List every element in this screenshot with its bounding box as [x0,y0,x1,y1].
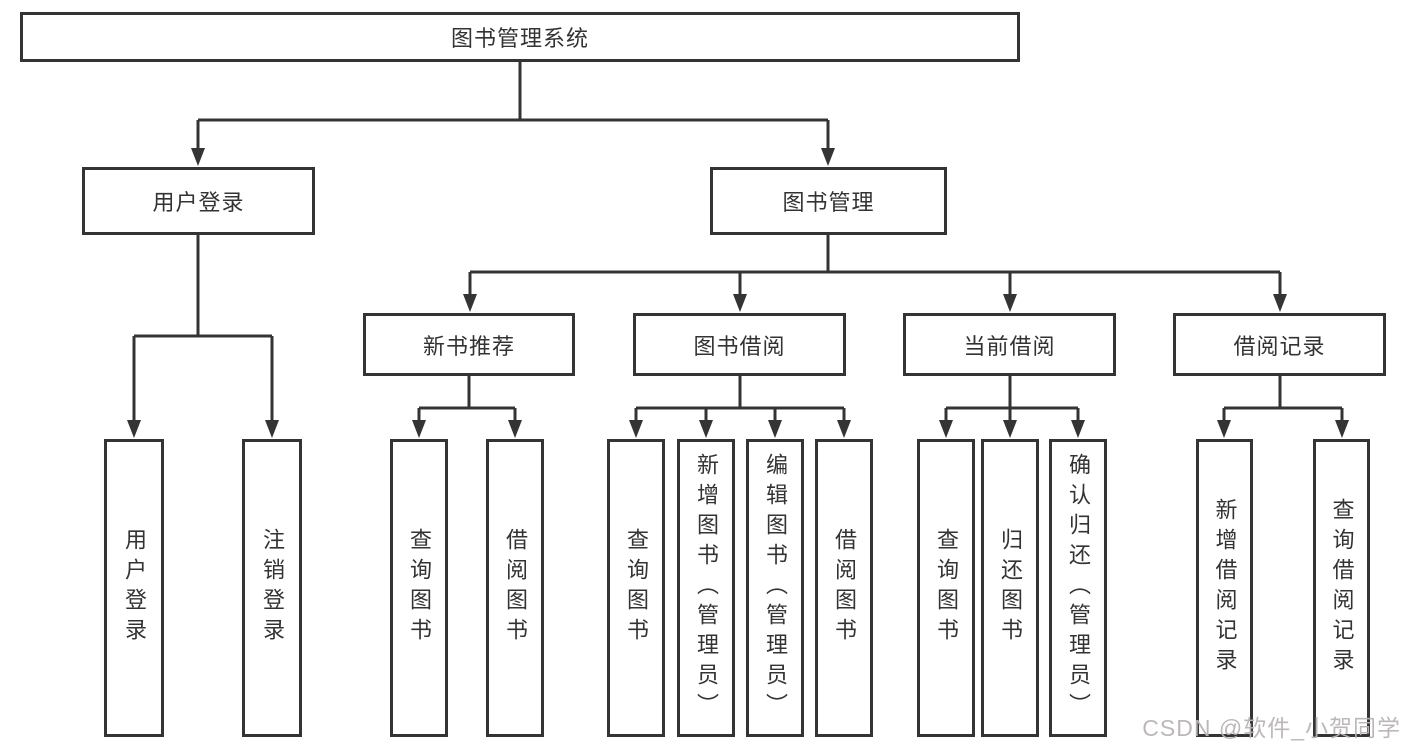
leaf-borrow-books-2: 借阅图书 [815,439,873,737]
connector-userlogin-to-leaves [132,235,274,422]
leaf-query-borrow-record: 查询借阅记录 [1313,439,1370,737]
node-borrow-records: 借阅记录 [1173,313,1386,376]
node-book-management-label: 图书管理 [782,190,875,215]
node-user-login-label: 用户登录 [152,190,245,215]
leaf-query-books-1: 查询图书 [390,439,448,737]
leaf-borrow-books-2-label: 借阅图书 [832,528,857,648]
leaf-edit-books-admin-label: 编辑图书（管理员） [763,453,788,723]
leaf-query-books-1-label: 查询图书 [407,528,432,648]
leaf-return-books: 归还图书 [981,439,1039,737]
node-root-label: 图书管理系统 [450,26,589,51]
connector-newbook-to-leaves [417,376,517,422]
arrowheads [127,148,1349,438]
leaf-user-login: 用户登录 [104,439,164,737]
node-book-management: 图书管理 [710,167,947,235]
leaf-add-books-admin-label: 新增图书（管理员） [694,453,719,723]
leaf-return-books-label: 归还图书 [998,528,1023,648]
connector-root-to-level2 [196,62,830,150]
leaf-query-books-2-label: 查询图书 [624,528,649,648]
node-current-borrow-label: 当前借阅 [963,333,1056,359]
node-book-borrow-label: 图书借阅 [693,333,786,359]
leaf-confirm-return-admin-label: 确认归还（管理员） [1066,453,1091,723]
connector-records-to-leaves [1222,376,1344,422]
leaf-confirm-return-admin: 确认归还（管理员） [1049,439,1107,737]
connector-bookborrow-to-leaves [634,376,846,422]
leaf-add-borrow-record-label: 新增借阅记录 [1212,498,1238,678]
node-book-borrow: 图书借阅 [633,313,846,376]
leaf-edit-books-admin: 编辑图书（管理员） [746,439,804,737]
leaf-query-books-3-label: 查询图书 [934,528,959,648]
leaf-add-borrow-record: 新增借阅记录 [1196,439,1253,737]
node-current-borrow: 当前借阅 [903,313,1116,376]
node-new-book-recommend-label: 新书推荐 [422,333,515,359]
csdn-watermark: CSDN @软件_小贺同学 [1142,715,1401,741]
node-new-book-recommend: 新书推荐 [363,313,575,376]
leaf-add-books-admin: 新增图书（管理员） [677,439,735,737]
connector-bookmgmt-to-level3 [468,235,1282,296]
node-borrow-records-label: 借阅记录 [1233,333,1326,359]
leaf-query-books-2: 查询图书 [607,439,665,737]
leaf-borrow-books-1: 借阅图书 [486,439,544,737]
leaf-logout: 注销登录 [242,439,302,737]
leaf-logout-label: 注销登录 [260,528,285,648]
node-user-login: 用户登录 [82,167,315,235]
node-root-system: 图书管理系统 [20,12,1020,62]
leaf-user-login-label: 用户登录 [122,528,147,648]
leaf-query-books-3: 查询图书 [917,439,975,737]
connector-currentborrow-to-leaves [944,376,1080,422]
leaf-borrow-books-1-label: 借阅图书 [503,528,528,648]
leaf-query-borrow-record-label: 查询借阅记录 [1329,498,1355,678]
